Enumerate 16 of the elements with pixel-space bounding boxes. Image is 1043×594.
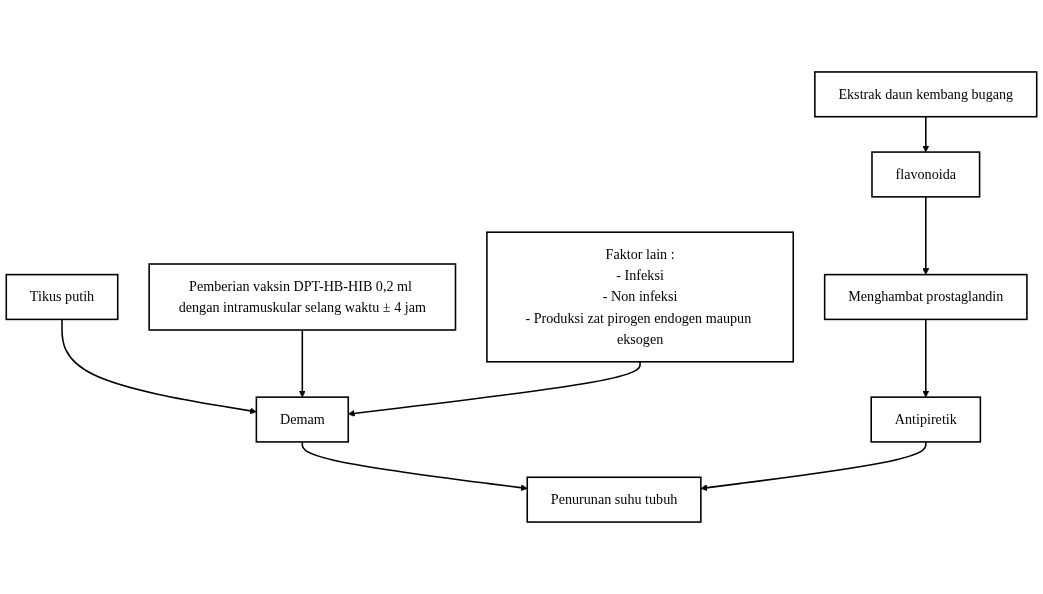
arrow <box>298 329 306 398</box>
node-box: Faktor lain : - Infeksi - Non infeksi - Produksi zat pirogen endogen maupun eksogen <box>486 231 795 363</box>
node-box: Tikus putih <box>5 273 119 321</box>
node-box: Demam <box>255 396 350 443</box>
arrow <box>301 441 528 492</box>
arrow <box>922 196 930 275</box>
node-box: Menghambat prostaglandin <box>823 273 1028 321</box>
node-box: Pemberian vaksin DPT-HB-HIB 0,2 ml dengan intramuskular selang waktu ± 4 jam <box>148 263 457 331</box>
arrow <box>700 441 927 492</box>
arrow <box>922 318 930 398</box>
node-box: Antipiretik <box>870 396 982 443</box>
arrow <box>61 318 257 415</box>
node-box: flavonoida <box>871 151 981 198</box>
node-box: Ekstrak daun kembang bugang <box>814 71 1038 118</box>
arrow <box>922 115 930 153</box>
node-box: Penurunan suhu tubuh <box>526 476 702 523</box>
